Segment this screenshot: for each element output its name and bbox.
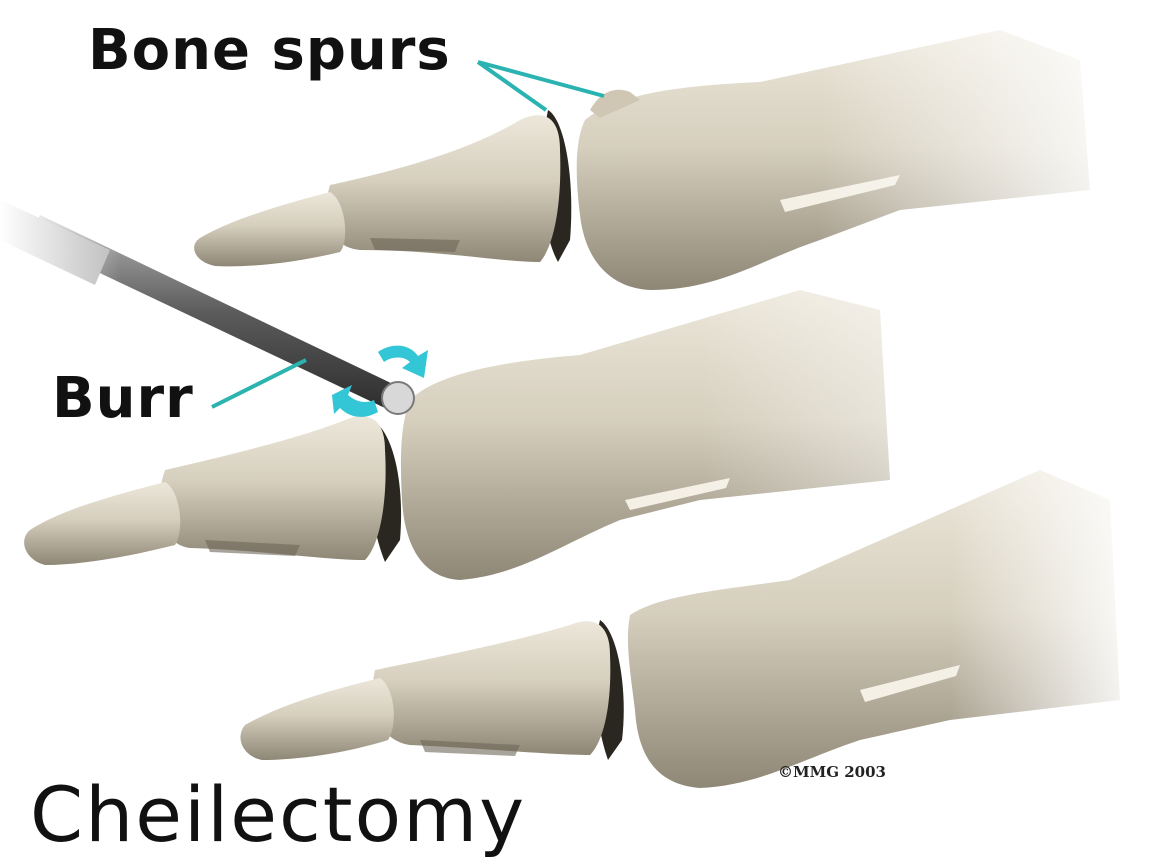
bone-spurs-leader-2 [478, 62, 604, 96]
page-title: Cheilectomy [30, 770, 526, 859]
rotation-arrow-upper [378, 346, 428, 378]
distal-phalanx-middle [24, 482, 180, 565]
distal-phalanx-bottom [240, 678, 393, 760]
sesamoid-shadow-top [370, 238, 460, 252]
copyright-notice: ©MMG 2003 [778, 763, 886, 781]
bone-spurs-label: Bone spurs [88, 18, 451, 83]
burr-leader [212, 360, 306, 407]
distal-phalanx-top [194, 192, 345, 266]
burr-tip [382, 382, 414, 414]
handle-fade [0, 180, 120, 300]
burr-label: Burr [52, 366, 194, 431]
fade-bottom [950, 460, 1150, 760]
proximal-phalanx-middle [159, 416, 386, 560]
proximal-phalanx-bottom [372, 621, 610, 755]
fade-top [820, 0, 1150, 300]
